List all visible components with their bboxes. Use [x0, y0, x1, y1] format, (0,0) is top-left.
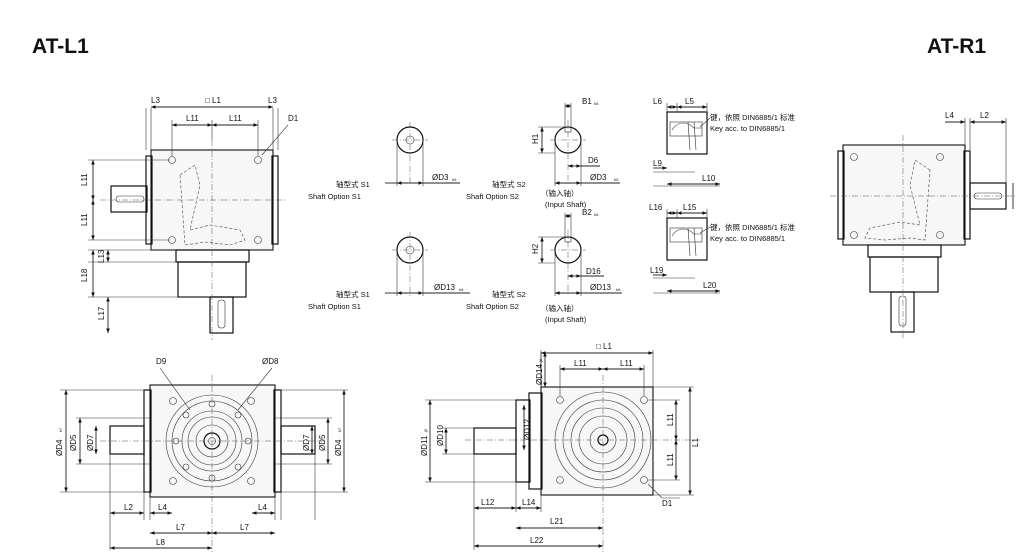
dim-d1-side: D1: [662, 499, 673, 508]
model-title-left: AT-L1: [32, 35, 89, 58]
tol-b1: h6: [594, 101, 599, 106]
dim-l11-v1: L11: [80, 173, 89, 186]
tol-j6-d14: j6: [538, 358, 543, 363]
dim-d13: ØD13: [434, 283, 455, 292]
input-shaft-en-bottom: (Input Shaft): [545, 315, 587, 324]
dim-d14: ØD14: [535, 364, 544, 385]
dim-d4-left: ØD4: [55, 439, 64, 456]
tol-k7-left: k7: [58, 427, 63, 432]
dim-l16: L16: [649, 203, 663, 212]
dim-d7-left: ØD7: [86, 434, 95, 451]
dim-l4-a: L4: [158, 503, 167, 512]
dim-l11-side-v2: L11: [666, 453, 675, 466]
input-shaft-cn-top: （输入轴）: [541, 188, 579, 198]
dim-d8: ØD8: [262, 357, 279, 366]
key-note-en-bottom: Key acc. to DIN6885/1: [710, 234, 785, 243]
s1-label-en-bottom: Shaft Option S1: [308, 302, 361, 311]
dim-d16: D16: [586, 267, 601, 276]
dim-l15: L15: [683, 203, 697, 212]
dim-l11-b: L11: [229, 114, 242, 123]
dim-d12: ØD12: [523, 419, 532, 440]
dim-l19: L19: [650, 266, 664, 275]
tol-b2: h6: [594, 212, 599, 217]
dim-l20: L20: [703, 281, 717, 290]
dim-d5-right: ØD5: [318, 434, 327, 451]
dim-l11-v2: L11: [80, 213, 89, 226]
shaft-option-s2-bottom: B2 h6 H2 D16 ØD13 h6 轴型式 S2 Shaft Option…: [466, 208, 622, 324]
tol-h6-d13-s2: h6: [616, 287, 621, 292]
dim-d7-right: ØD7: [302, 434, 311, 451]
key-note-cn-top: 键，依照 DIN6885/1 标准: [710, 112, 796, 122]
dim-l11-side-a: L11: [574, 359, 587, 368]
key-detail-bottom: L16 L15 L19 L20 键，依照 DIN6885/1 标准 Key ac…: [649, 203, 796, 294]
s1-label-cn-bottom: 轴型式 S1: [336, 289, 370, 299]
s2-label-en-bottom: Shaft Option S2: [466, 302, 519, 311]
dim-d4-right: ØD4: [334, 439, 343, 456]
dim-d5-left: ØD5: [69, 434, 78, 451]
s2-label-cn-bottom: 轴型式 S2: [492, 289, 526, 299]
dim-l3-left: L3: [151, 96, 160, 105]
tol-h6-d3-s2: h6: [614, 177, 619, 182]
shaft-option-s1-bottom: ØD13 h6 轴型式 S1 Shaft Option S1: [308, 232, 470, 311]
dim-l2: L2: [124, 503, 133, 512]
dim-d1: D1: [288, 114, 299, 123]
dim-h2: H2: [531, 243, 540, 254]
dim-l13: L13: [97, 249, 106, 263]
dim-l17: L17: [97, 306, 106, 320]
dim-l4-b: L4: [258, 503, 267, 512]
dim-b1: B1: [582, 97, 592, 106]
dim-d3-s2: ØD3: [590, 173, 607, 182]
dim-l3-right: L3: [268, 96, 277, 105]
dim-d6: D6: [588, 156, 599, 165]
dim-h1: H1: [531, 133, 540, 144]
s2-label-en-top: Shaft Option S2: [466, 192, 519, 201]
dim-l11-side-b: L11: [620, 359, 633, 368]
dim-l4-right: L4: [945, 111, 954, 120]
dim-b2: B2: [582, 208, 592, 217]
tol-h6-d3: h6: [452, 177, 457, 182]
dim-l7-b: L7: [240, 523, 249, 532]
front-view-right: L4 L2: [830, 111, 1015, 338]
s2-label-cn-top: 轴型式 S2: [492, 179, 526, 189]
dim-d13-s2: ØD13: [590, 283, 611, 292]
dim-l7-a: L7: [176, 523, 185, 532]
tol-h6-d13: h6: [459, 287, 464, 292]
dim-d3: ØD3: [432, 173, 449, 182]
dim-l11-side-v1: L11: [666, 413, 675, 426]
dim-d11: ØD11: [420, 435, 429, 456]
model-title-right: AT-R1: [927, 35, 987, 58]
dim-l5: L5: [685, 97, 694, 106]
dim-d9: D9: [156, 357, 167, 366]
key-note-en-top: Key acc. to DIN6885/1: [710, 124, 785, 133]
dim-l1-side: L1: [691, 438, 700, 447]
side-view: □ L1 L11 L11 L1 L11 L11 ØD11 j6 ØD10 ØD1…: [420, 342, 700, 552]
dim-sq-l1: □ L1: [205, 96, 222, 105]
dim-l9: L9: [653, 159, 662, 168]
input-shaft-cn-bottom: （输入轴）: [541, 303, 579, 313]
dim-l8: L8: [156, 538, 165, 547]
s1-label-en-top: Shaft Option S1: [308, 192, 361, 201]
shaft-option-s1-top: ØD3 h6 轴型式 S1 Shaft Option S1: [308, 122, 460, 201]
dim-l14: L14: [522, 498, 536, 507]
dim-l12: L12: [481, 498, 495, 507]
shaft-option-s2-top: B1 h6 H1 D6 ØD3 h6 轴型式 S2 Shaft Option S…: [466, 97, 620, 209]
dim-l21: L21: [550, 517, 564, 526]
tol-k7-right: k7: [337, 427, 342, 432]
s1-label-cn-top: 轴型式 S1: [336, 179, 370, 189]
tol-j6-d11: j6: [423, 428, 428, 433]
input-shaft-en-top: (Input Shaft): [545, 200, 587, 209]
dim-l18: L18: [80, 268, 89, 282]
dim-l2-right: L2: [980, 111, 989, 120]
key-note-cn-bottom: 键，依照 DIN6885/1 标准: [710, 222, 796, 232]
dim-sq-l1-side: □ L1: [596, 342, 613, 351]
key-detail-top: L6 L5 L9 L10 键，依照 DIN6885/1 标准 Key acc. …: [653, 97, 796, 187]
front-view-left: L3 □ L1 L3 L11 L11 D1 L11 L11 L13 L18 L1…: [80, 96, 299, 340]
flange-view: D9 ØD8 ØD4 k7 ØD5 ØD7 ØD4 k7 ØD5 ØD7: [55, 357, 348, 552]
dim-d10: ØD10: [436, 425, 445, 446]
dim-l22: L22: [530, 536, 544, 545]
dim-l10: L10: [702, 174, 716, 183]
dim-l6: L6: [653, 97, 662, 106]
dim-l11-a: L11: [186, 114, 199, 123]
